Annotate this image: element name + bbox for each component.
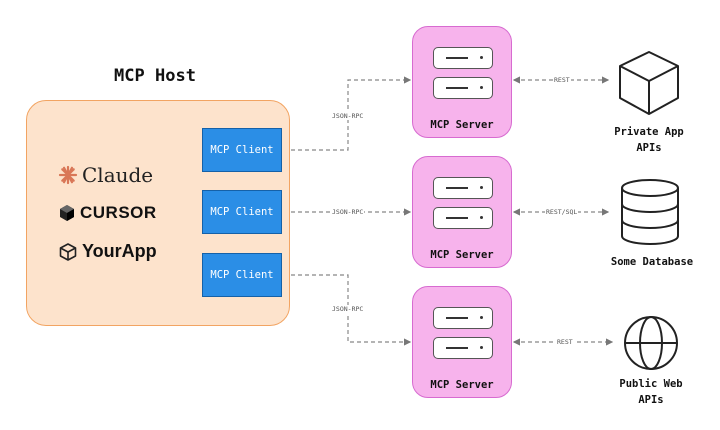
resource-public-web-apis: Public Web APIs	[598, 376, 704, 408]
resource-private-app-apis: Private App APIs	[594, 124, 704, 156]
resource-label-line1: Some Database	[610, 256, 694, 268]
server-rack-icon	[433, 177, 493, 199]
app-yourapp: YourApp	[58, 241, 157, 262]
mcp-server-3[interactable]: MCP Server	[412, 286, 512, 398]
conn-label-jsonrpc-3: JSON-RPC	[331, 305, 365, 313]
conn-label-rest-1: REST	[553, 76, 571, 84]
conn-label-jsonrpc-2: JSON-RPC	[331, 208, 365, 216]
server-label: MCP Server	[430, 379, 494, 391]
resource-label-line2: APIs	[638, 394, 664, 406]
cube-outline-icon	[59, 242, 77, 261]
server-rack-icon	[433, 47, 493, 69]
mcp-server-1[interactable]: MCP Server	[412, 26, 512, 138]
resource-label-line1: Private App	[614, 126, 684, 138]
server-label: MCP Server	[430, 249, 494, 261]
server-label: MCP Server	[430, 119, 494, 131]
app-label-claude: Claude	[82, 163, 154, 187]
app-cursor: CURSOR	[58, 203, 157, 223]
conn-label-restsql: REST/SQL	[545, 208, 579, 216]
app-label-cursor: CURSOR	[80, 203, 157, 222]
server-rack-icon	[433, 207, 493, 229]
host-title: MCP Host	[114, 66, 196, 86]
cube-icon	[619, 51, 679, 115]
app-label-yourapp: YourApp	[82, 241, 157, 261]
connector-client3-server3	[282, 271, 412, 346]
resource-label-line1: Public Web	[619, 378, 683, 390]
claude-sparkle-icon	[58, 165, 78, 185]
mcp-server-2[interactable]: MCP Server	[412, 156, 512, 268]
resource-some-database: Some Database	[594, 254, 710, 270]
cursor-cube-icon	[60, 205, 74, 221]
server-rack-icon	[433, 77, 493, 99]
resource-label-line2: APIs	[636, 142, 662, 154]
mcp-client-1[interactable]: MCP Client	[202, 128, 282, 172]
app-claude: Claude	[58, 163, 153, 187]
conn-label-rest-3: REST	[556, 338, 574, 346]
server-rack-icon	[433, 337, 493, 359]
globe-icon	[624, 316, 678, 370]
database-icon	[621, 179, 679, 245]
mcp-client-2[interactable]: MCP Client	[202, 190, 282, 234]
mcp-client-3[interactable]: MCP Client	[202, 253, 282, 297]
conn-label-jsonrpc-1: JSON-RPC	[331, 112, 365, 120]
server-rack-icon	[433, 307, 493, 329]
